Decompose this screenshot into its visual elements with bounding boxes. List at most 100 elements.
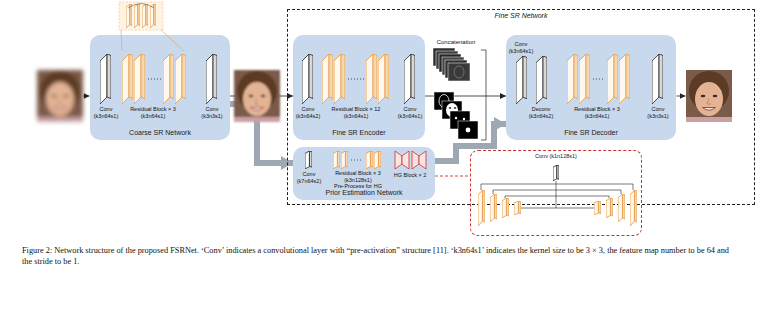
conv-layer — [516, 56, 527, 104]
input-arrow — [83, 96, 90, 97]
prior-shape — [454, 107, 457, 109]
feature-map — [442, 57, 464, 75]
hourglass-block — [412, 151, 419, 169]
residual-icon-pointer — [121, 30, 122, 51]
skip-wire — [481, 184, 633, 190]
residual-layer — [163, 54, 174, 104]
ellipsis-dots — [593, 79, 605, 80]
conv-layer — [652, 54, 663, 104]
layer-label: Conv (k3n64s1) — [394, 106, 426, 119]
conv-layer — [305, 151, 312, 169]
hourglass-layer — [594, 201, 601, 215]
prior-shape — [449, 107, 452, 109]
hourglass-layer — [618, 194, 625, 222]
layer-label: Residual Block × 3 (k3n128s1) — [328, 170, 388, 183]
residual-layer — [366, 54, 377, 104]
connector — [230, 96, 293, 97]
feature-map — [433, 48, 455, 66]
input-face — [37, 70, 83, 122]
residual-layer — [122, 54, 133, 104]
residual-layer — [333, 151, 340, 169]
connector — [425, 96, 506, 97]
conv-layer — [553, 165, 559, 181]
residual-icon-slab — [126, 4, 132, 28]
concat-bracket — [481, 50, 486, 140]
node-title: Prior Estimation Network — [325, 189, 402, 197]
prior-map — [442, 101, 462, 119]
layer-label: Conv (k3n64s1) — [89, 106, 123, 119]
prior-shape — [439, 95, 449, 108]
layer-label: Conv (k3n3s1) — [196, 106, 228, 119]
residual-icon-slab — [150, 4, 156, 28]
hourglass-layer — [606, 198, 613, 218]
layer-label: Deconv (k3n64s2) — [523, 106, 559, 119]
node-title: Coarse SR Network — [129, 129, 191, 137]
layer-label: Pre-Process for HG — [328, 183, 388, 190]
residual-layer — [175, 54, 186, 104]
feature-map — [436, 51, 458, 69]
network-band: Coarse SR Network — [90, 35, 230, 140]
connector — [230, 104, 293, 163]
feature-texture — [454, 66, 464, 78]
residual-icon-slab — [134, 4, 140, 28]
residual-layer — [366, 151, 373, 169]
layer-label: Residual Block × 3 (k3n64s1) — [122, 106, 184, 119]
skip-wire — [505, 196, 609, 198]
layer-label: Conv (k3n64s2) — [291, 106, 325, 119]
residual-layer — [579, 54, 590, 104]
figure-caption: Figure 2: Network structure of the propo… — [22, 246, 740, 267]
hourglass-layer — [630, 190, 637, 226]
prior-shape — [466, 128, 471, 133]
node-title: Fine SR Network — [495, 12, 548, 20]
feature-map — [448, 63, 470, 81]
ellipsis-dots — [351, 160, 363, 161]
node-title: Fine SR Encoder — [332, 129, 385, 137]
residual-icon-slab — [142, 4, 148, 28]
skip-wire — [493, 190, 621, 194]
hourglass-layer — [502, 198, 509, 218]
hourglass-block — [402, 151, 409, 169]
hourglass-block — [395, 151, 402, 169]
conv-layer — [404, 54, 415, 104]
residual-layer — [567, 54, 578, 104]
conv-layer — [302, 54, 313, 104]
connector — [435, 176, 470, 177]
residual-icon-pointer — [161, 30, 184, 51]
prior-shape — [446, 103, 458, 117]
residual-layer — [374, 151, 381, 169]
output-face — [686, 70, 732, 122]
residual-layer — [607, 54, 618, 104]
node-title: Fine SR Decoder — [564, 129, 618, 137]
coarse-face — [234, 70, 280, 122]
detail-inset: Conv (k1n128s1) — [470, 150, 642, 236]
layer-label: Residual Block × 12 (k3n64s1) — [325, 106, 387, 119]
layer-label: Residual Block × 3 (k3n64s1) — [566, 106, 628, 119]
residual-layer — [134, 54, 145, 104]
hourglass-layer — [490, 194, 497, 222]
skip-wire — [520, 208, 594, 209]
residual-layer — [322, 54, 333, 104]
hourglass-layer — [514, 201, 521, 215]
feature-map — [445, 60, 467, 78]
skip-wire — [556, 181, 557, 208]
node-title: Conv (k1n128s1) — [535, 153, 577, 159]
prior-map — [434, 92, 454, 110]
prior-shape — [463, 118, 465, 120]
deconv-layer — [536, 56, 547, 104]
feature-map — [439, 54, 461, 72]
conv-layer — [100, 54, 111, 104]
residual-layer — [378, 54, 389, 104]
residual-layer — [334, 54, 345, 104]
prior-map — [458, 121, 478, 139]
layer-label: Conv (k3n64s1) — [505, 41, 537, 54]
conv-layer — [206, 54, 217, 104]
ellipsis-dots — [348, 79, 364, 80]
hourglass-block — [419, 151, 426, 169]
network-band: Fine SR Encoder — [293, 35, 425, 140]
output-arrow — [677, 96, 686, 97]
layer-label: Conv (k7n64s2) — [294, 171, 324, 184]
layer-label: Conv (k3n3s1) — [642, 106, 674, 119]
